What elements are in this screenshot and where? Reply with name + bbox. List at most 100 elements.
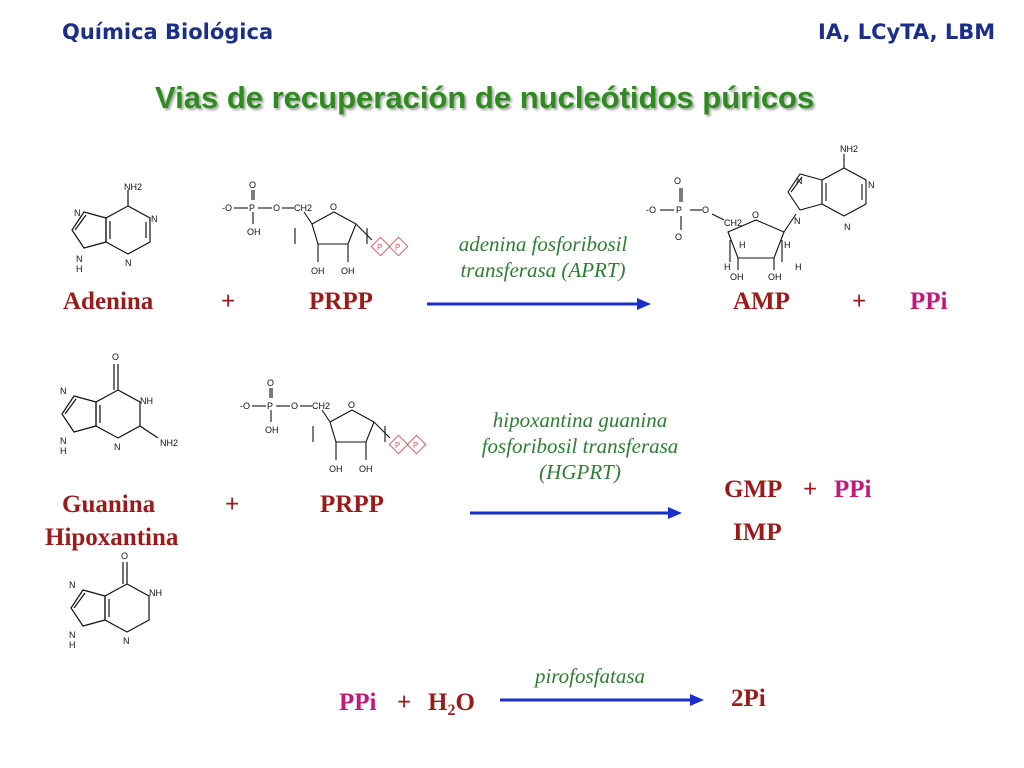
enzyme-hgprt-line3: (HGPRT) (539, 460, 621, 484)
hypoxanthine-n7: N (69, 580, 76, 590)
prpp2-p: P (267, 401, 273, 411)
prpp1-oh: OH (247, 227, 261, 237)
reaction-arrow-1 (427, 298, 651, 310)
prpp2-o-bridge: O (291, 401, 298, 411)
amp-ch2: CH2 (724, 218, 742, 228)
enzyme-pirofosfatasa: pirofosfatasa (534, 664, 646, 688)
reaction-arrow-2 (470, 507, 682, 519)
hypoxanthine-nh1: NH (149, 588, 162, 598)
water-sub: 2 (447, 702, 456, 719)
prpp-structure-2: -O O P O OH CH2 O OH OH P P (240, 378, 427, 474)
amp-o-minus-left: -O (646, 205, 656, 215)
header-left: Química Biológica (62, 20, 274, 44)
2pi-label: 2Pi (731, 685, 766, 712)
adenine-n1: N (151, 214, 158, 224)
adenine-h9: H (76, 264, 83, 274)
enzyme-hgprt-line2: fosforibosil transferasa (481, 434, 679, 458)
guanine-nh2: NH2 (160, 438, 178, 448)
prpp2-p1: P (395, 441, 400, 450)
ppi-label-2: PPi (834, 476, 872, 503)
prpp2-p2: P (413, 441, 418, 450)
water-label: H2O (428, 689, 475, 720)
amp-n9: N (794, 216, 801, 226)
adenine-n9: N (76, 254, 83, 264)
hipoxantina-label: Hipoxantina (45, 524, 179, 551)
amp-h1: H (739, 240, 746, 250)
prpp2-oh-3: OH (359, 464, 373, 474)
prpp1-p1: P (377, 243, 382, 252)
amp-p: P (676, 205, 682, 215)
amp-n7: N (796, 176, 803, 186)
prpp1-ring-o: O (330, 202, 337, 212)
amp-ring-o: O (752, 210, 759, 220)
hypoxanthine-o: O (121, 551, 128, 561)
amp-h4: H (795, 262, 802, 272)
page-title: Vias de recuperación de nucleótidos púri… (155, 80, 815, 115)
enzyme-aprt-line2: transferasa (APRT) (460, 258, 626, 282)
guanine-structure: O N NH N N H NH2 (60, 352, 178, 456)
hypoxanthine-n3: N (123, 636, 130, 646)
guanine-n7: N (60, 386, 67, 396)
amp-o-bottom: O (675, 232, 682, 242)
amp-o-bridge: O (702, 205, 709, 215)
adenine-nh2: NH2 (124, 182, 142, 192)
prpp1-pyrophosphate-icon: P P (370, 236, 409, 257)
amp-oh-3: OH (768, 272, 782, 282)
prpp2-o-minus: -O (240, 401, 250, 411)
plus-5: + (397, 689, 412, 716)
prpp2-o-top: O (267, 378, 274, 388)
prpp1-oh-2: OH (311, 266, 325, 276)
guanine-nh1: NH (140, 396, 153, 406)
plus-1: + (221, 288, 236, 315)
adenine-structure: NH2 N N N N H (71, 182, 158, 274)
adenine-n3: N (125, 258, 132, 268)
prpp1-ch2: CH2 (294, 203, 312, 213)
prpp2-ch2: CH2 (312, 401, 330, 411)
enzyme-hgprt: hipoxantina guanina fosforibosil transfe… (440, 407, 720, 485)
plus-4: + (803, 476, 818, 503)
plus-3: + (225, 491, 240, 518)
guanina-label: Guanina (62, 491, 156, 518)
guanine-h9: H (60, 446, 67, 456)
amp-n3: N (844, 222, 851, 232)
prpp1-o-top: O (249, 180, 256, 190)
prpp-label-1: PRPP (309, 288, 373, 315)
prpp2-pyrophosphate-icon: P P (388, 434, 427, 455)
prpp2-oh-2: OH (329, 464, 343, 474)
ppi-label-3: PPi (339, 689, 377, 716)
header-right: IA, LCyTA, LBM (818, 20, 996, 44)
amp-label: AMP (733, 288, 790, 315)
amp-nh2: NH2 (840, 144, 858, 154)
hypoxanthine-structure: O N NH N N H (69, 551, 162, 650)
prpp1-p2: P (395, 243, 400, 252)
prpp1-o-bridge: O (273, 203, 280, 213)
prpp-structure-1: -O O P O OH CH2 O OH OH P P (222, 180, 409, 276)
imp-label: IMP (733, 519, 782, 546)
guanine-n3: N (114, 442, 121, 452)
amp-h2: H (784, 240, 791, 250)
prpp1-p: P (249, 203, 255, 213)
hypoxanthine-n9: N (69, 630, 76, 640)
prpp1-o-minus: -O (222, 203, 232, 213)
water-h: H (428, 689, 448, 716)
hypoxanthine-h9: H (69, 640, 76, 650)
enzyme-aprt: adenina fosforibosil transferasa (APRT) (420, 231, 666, 283)
enzyme-hgprt-line1: hipoxantina guanina (492, 408, 668, 432)
amp-oh-2: OH (730, 272, 744, 282)
reaction-arrow-3 (500, 694, 704, 706)
guanine-n9: N (60, 436, 67, 446)
amp-o-top: O (674, 176, 681, 186)
prpp2-ring-o: O (348, 400, 355, 410)
prpp1-oh-3: OH (341, 266, 355, 276)
amp-h3: H (724, 262, 731, 272)
enzyme-aprt-line1: adenina fosforibosil (458, 232, 628, 256)
ppi-label-1: PPi (910, 288, 948, 315)
amp-n1: N (868, 180, 875, 190)
prpp2-oh: OH (265, 425, 279, 435)
adenine-n7: N (74, 208, 81, 218)
prpp-label-2: PRPP (320, 491, 384, 518)
amp-structure: O -O P O O CH2 O H H H H OH OH NH2 N N N… (646, 144, 875, 282)
plus-2: + (852, 288, 867, 315)
guanine-o: O (112, 352, 119, 362)
water-o: O (455, 689, 475, 716)
